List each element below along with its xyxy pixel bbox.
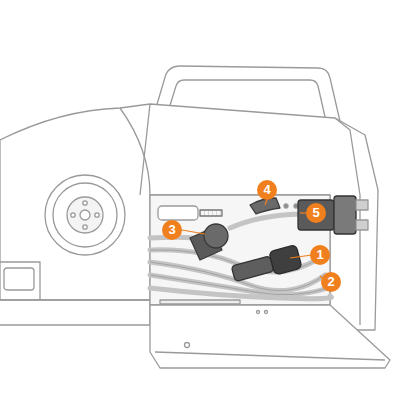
callout-number: 1 bbox=[310, 245, 330, 265]
callout-number: 4 bbox=[257, 180, 277, 200]
callout-number: 3 bbox=[162, 220, 182, 240]
callout-number: 2 bbox=[321, 272, 341, 292]
callout-number: 5 bbox=[306, 203, 326, 223]
